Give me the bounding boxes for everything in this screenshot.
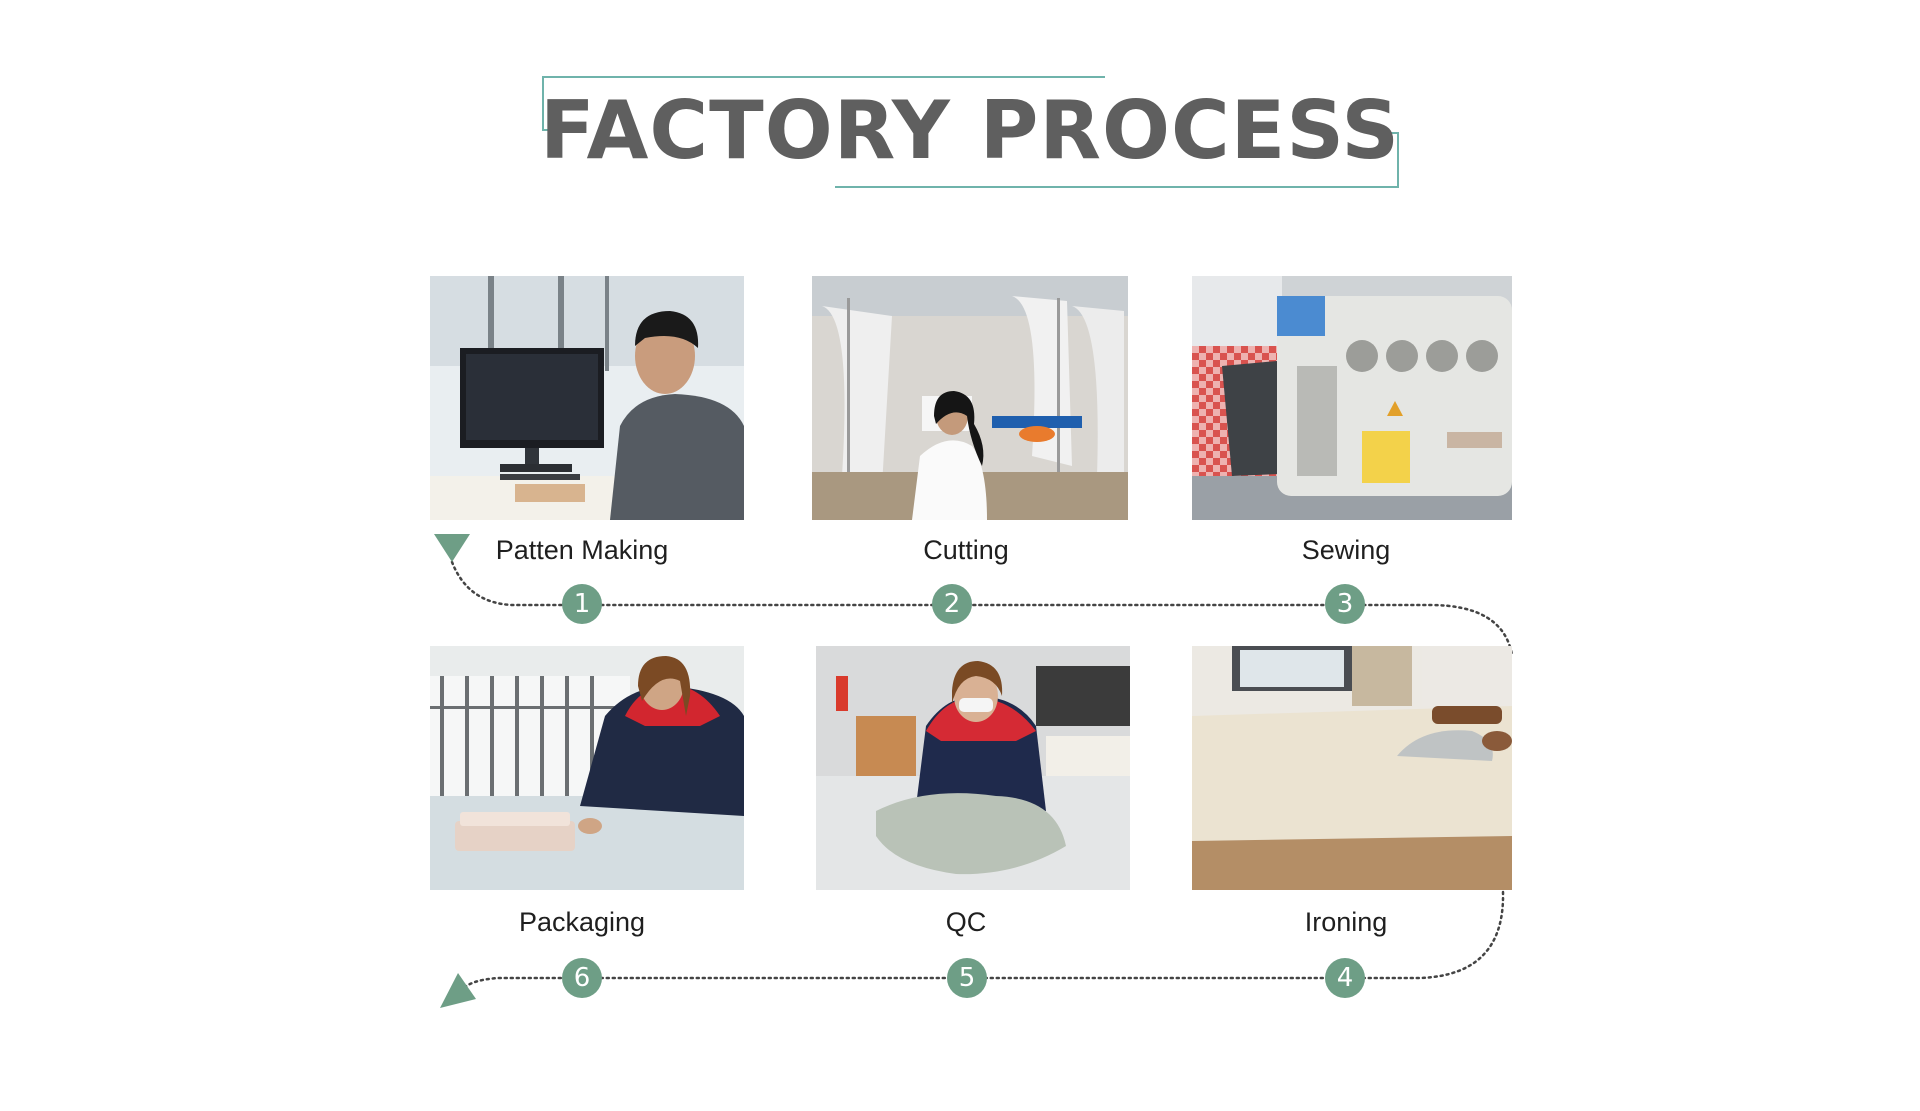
- title-frame-top-left: [542, 76, 1105, 131]
- pattern-making-photo: [430, 276, 744, 520]
- title-frame: [542, 76, 1399, 188]
- flow-line-bottom: [460, 890, 1505, 992]
- packaging-photo: [430, 646, 744, 890]
- step-5-label: QC: [945, 907, 987, 937]
- step-2-badge: 2: [932, 584, 972, 624]
- ironing-photo: [1192, 646, 1512, 890]
- title-frame-bottom-right: [835, 132, 1399, 188]
- cutting-photo: [812, 276, 1128, 520]
- step-4-label: Ironing: [1304, 907, 1388, 937]
- step-3-badge: 3: [1325, 584, 1365, 624]
- step-5-badge: 5: [947, 958, 987, 998]
- step-2-label: Cutting: [923, 535, 1009, 565]
- flow-line-top: [450, 560, 1514, 657]
- step-6-label: Packaging: [518, 907, 646, 937]
- qc-photo: [816, 646, 1130, 890]
- step-1-badge: 1: [562, 584, 602, 624]
- step-3-label: Sewing: [1301, 535, 1391, 565]
- start-arrow-icon: [434, 534, 470, 562]
- page-title: FACTORY PROCESS: [540, 84, 1400, 177]
- step-6-badge: 6: [562, 958, 602, 998]
- step-4-badge: 4: [1325, 958, 1365, 998]
- step-1-label: Patten Making: [495, 535, 669, 565]
- sewing-photo: [1192, 276, 1512, 520]
- end-arrow-icon: [440, 973, 476, 1008]
